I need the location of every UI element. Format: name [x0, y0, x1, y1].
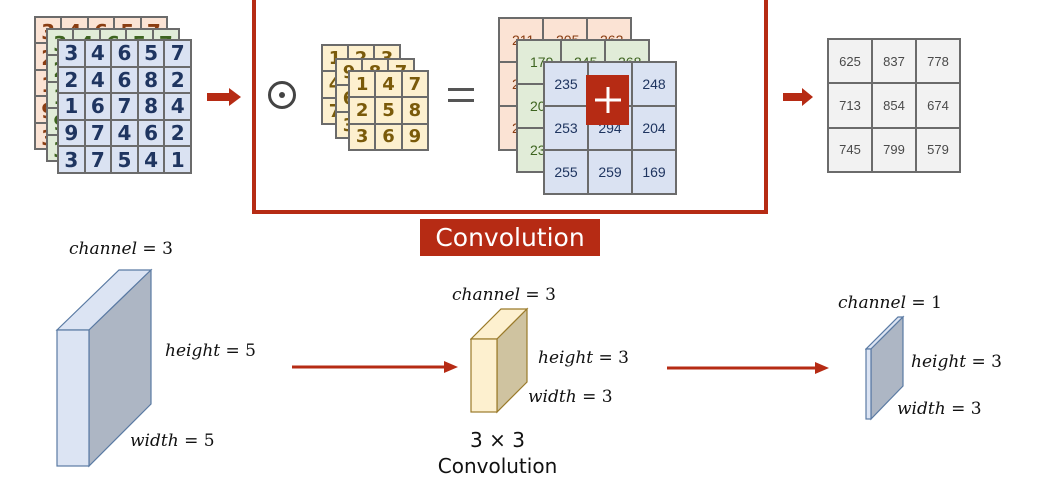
matrix-cell: 5 [137, 40, 165, 67]
kernel-volume-cuboid [470, 307, 529, 414]
matrix-cell: 7 [84, 119, 112, 147]
output-channel-label: channel = 1 [838, 293, 942, 313]
kernel-channel-label: channel = 3 [452, 285, 556, 305]
matrix-cell: 1 [164, 146, 191, 173]
matrix-cell: 6 [111, 40, 138, 67]
matrix-cell: 253 [544, 106, 588, 150]
elementwise-product-icon [268, 81, 296, 109]
arrow-right-icon [783, 88, 813, 106]
matrix-cell: 674 [916, 83, 960, 128]
matrix-cell: 3 [58, 40, 85, 67]
matrix-cell: 4 [137, 146, 165, 173]
output-volume-cuboid [865, 315, 905, 421]
matrix-cell: 8 [401, 97, 428, 124]
matrix-cell: 3 [349, 123, 376, 150]
matrix-cell: 1 [349, 71, 376, 98]
matrix-cell: 2 [164, 119, 191, 147]
matrix-cell: 778 [916, 39, 960, 84]
matrix-cell: 579 [916, 127, 960, 172]
kernel-caption-size: 3 × 3 [470, 428, 525, 452]
arrow-right-icon [207, 88, 241, 106]
equals-icon [448, 88, 474, 104]
matrix-cell: 625 [828, 39, 872, 84]
arrow-right-icon [292, 361, 458, 373]
matrix-cell: 6 [84, 93, 112, 120]
matrix-cell: 1 [58, 93, 85, 120]
input-width-label: width = 5 [130, 431, 215, 451]
matrix-cell: 259 [588, 150, 632, 194]
matrix-cell: 2 [164, 66, 191, 94]
matrix-cell: 4 [375, 71, 402, 98]
kernel-width-label: width = 3 [528, 387, 613, 407]
matrix-cell: 204 [632, 106, 676, 150]
matrix-cell: 235 [544, 62, 588, 106]
matrix-cell: 4 [111, 119, 138, 147]
matrix-cell: 4 [164, 93, 191, 120]
matrix-cell: 3 [58, 146, 85, 173]
matrix-cell: 8 [137, 93, 165, 120]
output-width-label: width = 3 [897, 399, 982, 419]
input-volume-cuboid [55, 268, 153, 468]
plus-icon [594, 87, 621, 113]
matrix-cell: 6 [111, 66, 138, 94]
matrix-cell: 799 [872, 127, 916, 172]
kernel-height-label: height = 3 [538, 348, 629, 368]
matrix-cell: 6 [137, 119, 165, 147]
convolution-label: Convolution [420, 219, 600, 256]
matrix-cell: 7 [401, 71, 428, 98]
convolution-frame [252, 0, 768, 214]
matrix-cell: 2 [58, 66, 85, 94]
matrix-cell: 7 [111, 93, 138, 120]
matrix-cell: 8 [137, 66, 165, 94]
matrix-cell: 9 [401, 123, 428, 150]
matrix-cell: 6 [375, 123, 402, 150]
matrix-cell: 837 [872, 39, 916, 84]
matrix-cell: 9 [58, 119, 85, 147]
matrix-cell: 7 [84, 146, 112, 173]
matrix-cell: 4 [84, 66, 112, 94]
matrix-cell: 745 [828, 127, 872, 172]
matrix-cell: 248 [632, 62, 676, 106]
matrix-cell: 7 [164, 40, 191, 67]
matrix-cell: 5 [375, 97, 402, 124]
matrix-cell: 255 [544, 150, 588, 194]
matrix-cell: 854 [872, 83, 916, 128]
matrix-cell: 5 [111, 146, 138, 173]
input-height-label: height = 5 [165, 341, 256, 361]
sum-channels-icon [586, 75, 629, 125]
kernel-caption-title: Convolution [437, 454, 558, 478]
arrow-right-icon [667, 362, 829, 374]
matrix-cell: 169 [632, 150, 676, 194]
matrix-cell: 2 [349, 97, 376, 124]
matrix-cell: 4 [84, 40, 112, 67]
matrix-cell: 713 [828, 83, 872, 128]
input-channel-label: channel = 3 [69, 239, 173, 259]
output-height-label: height = 3 [911, 352, 1002, 372]
